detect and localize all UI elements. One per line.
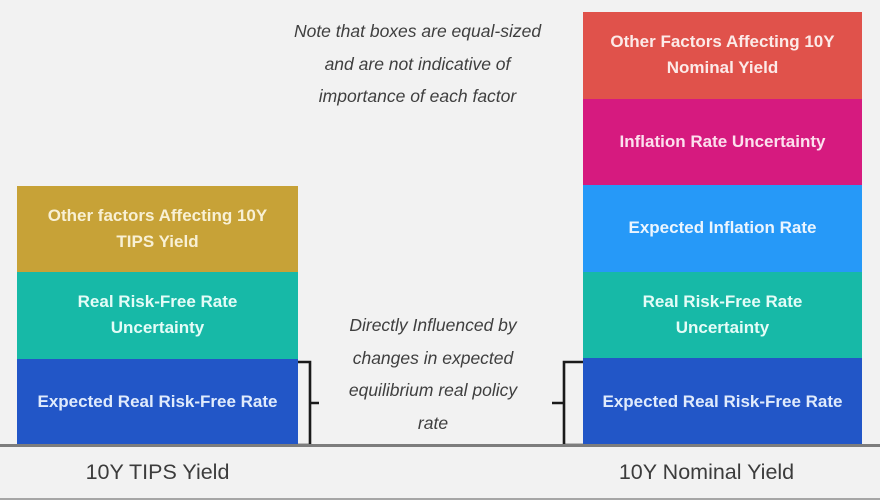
box-inflation-rate-uncertainty: Inflation Rate Uncertainty — [583, 98, 862, 186]
box-expected-real-risk-free-rate-right: Expected Real Risk-Free Rate — [583, 358, 862, 445]
bottom-edge-line — [0, 498, 880, 500]
left-brace-icon — [298, 360, 319, 447]
box-other-factors-tips: Other factors Affecting 10Y TIPS Yield — [17, 186, 298, 273]
nominal-yield-axis-label: 10Y Nominal Yield — [618, 459, 795, 484]
policy-rate-note: Directly Influenced by changes in expect… — [348, 315, 518, 433]
nominal-yield-stack: Other Factors Affecting 10Y Nominal Yiel… — [583, 12, 862, 445]
right-brace-icon — [552, 360, 583, 447]
box-real-risk-free-rate-uncertainty-left: Real Risk-Free Rate Uncertainty — [17, 272, 298, 359]
axis-baseline — [0, 444, 880, 447]
tips-yield-axis-label: 10Y TIPS Yield — [85, 459, 230, 484]
box-expected-real-risk-free-rate-left: Expected Real Risk-Free Rate — [17, 358, 298, 445]
box-real-risk-free-rate-uncertainty-right: Real Risk-Free Rate Uncertainty — [583, 271, 862, 359]
tips-yield-stack: Other factors Affecting 10Y TIPS Yield R… — [17, 186, 298, 445]
box-other-factors-nominal: Other Factors Affecting 10Y Nominal Yiel… — [583, 12, 862, 99]
box-expected-inflation-rate: Expected Inflation Rate — [583, 185, 862, 272]
equal-size-note: Note that boxes are equal-sized and are … — [293, 21, 542, 106]
